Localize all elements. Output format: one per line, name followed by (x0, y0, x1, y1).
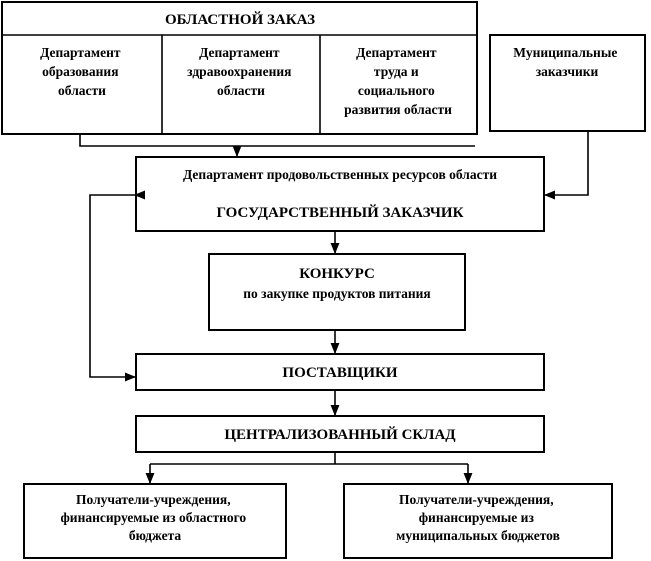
warehouse-label: ЦЕНТРАЛИЗОВАННЫЙ СКЛАД (224, 426, 456, 443)
department-healthcare: Департамент здравоохранения области (187, 45, 295, 98)
arrow-state-customer-suppliers-loop (89, 190, 146, 382)
departments-merge-line (79, 134, 475, 147)
department-labor-social: Департамент труда и социального развития… (344, 45, 452, 117)
recipient-regional-label: Получатели-учреждения, финансируемые из … (60, 492, 249, 543)
warehouse-box: ЦЕНТРАЛИЗОВАННЫЙ СКЛАД (135, 415, 545, 453)
tender-box: КОНКУРС по закупке продуктов питания (208, 253, 466, 331)
state-customer-box: Департамент продовольственных ресурсов о… (135, 156, 545, 232)
department-education: Департамент образования области (40, 45, 124, 98)
recipient-municipal-box: Получатели-учреждения, финансируемые из … (343, 483, 613, 559)
municipal-customers-box: Муниципальные заказчики (489, 34, 646, 132)
tender-title: КОНКУРС (299, 266, 375, 282)
regional-order-title: ОБЛАСТНОЙ ЗАКАЗ (165, 11, 315, 28)
municipal-customers-label: Муниципальные заказчики (513, 45, 620, 79)
tender-subtitle: по закупке продуктов питания (243, 286, 431, 301)
suppliers-label: ПОСТАВЩИКИ (282, 365, 397, 381)
recipient-municipal-label: Получатели-учреждения, финансируемые из … (396, 492, 560, 543)
regional-order-block: ОБЛАСТНОЙ ЗАКАЗ Департамент образования … (1, 1, 478, 135)
recipient-regional-box: Получатели-учреждения, финансируемые из … (23, 483, 287, 559)
arrow-municipal-to-state-customer (543, 131, 589, 200)
regional-order-frame (1, 1, 478, 135)
state-customer-label: ГОСУДАРСТВЕННЫЙ ЗАКАЗЧИК (217, 204, 464, 221)
food-resources-department-label: Департамент продовольственных ресурсов о… (183, 167, 497, 182)
suppliers-box: ПОСТАВЩИКИ (135, 353, 545, 391)
